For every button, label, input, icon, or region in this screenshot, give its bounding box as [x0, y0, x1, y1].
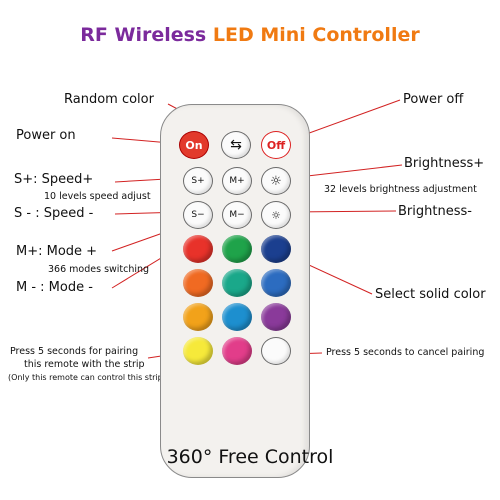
- label-mode-plus-note: 366 modes switching: [48, 264, 150, 275]
- color-button-teal[interactable]: [222, 269, 252, 297]
- label-brightness-note: 32 levels brightness adjustment: [324, 184, 477, 195]
- label-random-color: Random color: [64, 92, 154, 107]
- color-button-cyan[interactable]: [222, 303, 252, 331]
- label-brightness-minus: Brightness-: [398, 204, 472, 219]
- color-button-pink[interactable]: [222, 337, 252, 365]
- label-speed-plus: S+: Speed+: [14, 172, 94, 187]
- diagram-title: RF Wireless LED Mini Controller: [0, 24, 500, 46]
- color-button-amber[interactable]: [183, 303, 213, 331]
- label-mode-minus: M - : Mode -: [16, 280, 93, 295]
- label-power-on: Power on: [16, 128, 76, 143]
- color-button-blue[interactable]: [261, 269, 291, 297]
- footer-caption: 360° Free Control: [166, 446, 334, 468]
- random-color-button[interactable]: ⇆: [221, 131, 251, 159]
- label-speed-plus-note: 10 levels speed adjust: [44, 191, 151, 202]
- label-power-off: Power off: [403, 92, 464, 107]
- label-pairing-3: (Only this remote can control this strip…: [8, 373, 169, 382]
- shuffle-icon: ⇆: [230, 137, 242, 153]
- brightness-minus-button[interactable]: ☼: [261, 201, 291, 229]
- label-mode-plus: M+: Mode +: [16, 244, 98, 259]
- title-text: RF Wireless LED Mini Controller: [80, 24, 420, 46]
- color-button-navy[interactable]: [261, 235, 291, 263]
- color-button-white[interactable]: [261, 337, 291, 365]
- label-select-solid-color: Select solid color: [375, 287, 486, 302]
- mode-plus-button[interactable]: M+: [222, 167, 252, 195]
- label-pairing-1: Press 5 seconds for pairing: [10, 346, 139, 357]
- mode-minus-button[interactable]: M−: [222, 201, 252, 229]
- label-speed-minus: S - : Speed -: [14, 206, 94, 221]
- color-button-orange[interactable]: [183, 269, 213, 297]
- color-button-yellow[interactable]: [183, 337, 213, 365]
- label-cancel-pairing: Press 5 seconds to cancel pairing: [326, 347, 485, 358]
- label-pairing-2: this remote with the strip: [24, 359, 145, 370]
- sun-icon: ☼: [270, 173, 282, 189]
- brightness-plus-button[interactable]: ☼: [261, 167, 291, 195]
- sun-dim-icon: ☼: [271, 208, 281, 222]
- power-on-button[interactable]: On: [179, 131, 209, 159]
- remote-controller: On ⇆ Off S+ M+ ☼ S− M− ☼: [160, 104, 310, 478]
- color-button-green[interactable]: [222, 235, 252, 263]
- color-button-purple[interactable]: [261, 303, 291, 331]
- speed-minus-button[interactable]: S−: [183, 201, 213, 229]
- color-button-red[interactable]: [183, 235, 213, 263]
- speed-plus-button[interactable]: S+: [183, 167, 213, 195]
- power-off-button[interactable]: Off: [261, 131, 291, 159]
- label-brightness-plus: Brightness+: [404, 156, 485, 171]
